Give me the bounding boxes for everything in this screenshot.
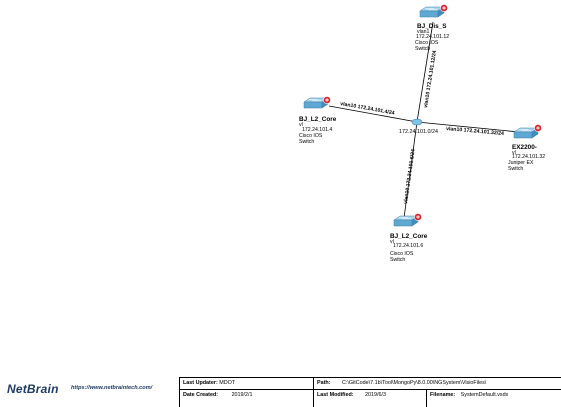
device-ip: 172.24.101.32 — [512, 154, 545, 160]
link-bottom-label: vlan10 172.24.101.6/24 — [403, 149, 417, 205]
device-type: Cisco IOS — [390, 251, 414, 257]
device-type: Juniper EX — [508, 160, 534, 166]
filename-label: Filename: — [430, 392, 456, 398]
device-bj-dis-s[interactable]: BJ_Dis_S vlan1 172.24.101.12 Cisco IOS S… — [415, 3, 449, 52]
network-diagram: vlan10 172.24.101.12/24 vlan10 172.24.10… — [299, 3, 545, 263]
alert-icon — [322, 95, 332, 105]
device-name: BJ_L2_Core — [390, 233, 428, 240]
filename-field: Filename: SystemDefault.vsdx — [430, 392, 508, 398]
footer-divider — [313, 377, 314, 407]
device-type-2: Switch — [299, 139, 314, 145]
device-interface: vlan1 — [417, 29, 430, 35]
alert-icon — [439, 3, 449, 13]
link-bottom-line[interactable] — [403, 121, 418, 219]
company-url[interactable]: https://www.netbraintech.com/ — [71, 385, 153, 391]
last-modified-field: Last Modified: 2019/6/3 — [317, 392, 386, 398]
path-field: Path: C:\GitCode\7.1b\Tool\MongoPy\8.0.0… — [317, 380, 486, 386]
device-type-2: Switch — [508, 166, 523, 172]
alert-icon — [533, 123, 543, 133]
device-ip: 172.24.101.12 — [416, 34, 449, 40]
date-created-field: Date Created: 2019/2/1 — [183, 392, 253, 398]
link-left-line[interactable] — [328, 105, 418, 123]
device-type-2: Switch — [415, 46, 430, 52]
last-updater-label: Last Updater: — [183, 380, 218, 386]
footer-divider — [179, 377, 180, 407]
netbrain-logo: NetBrain — [7, 382, 59, 396]
device-bj-l2-core-bottom[interactable]: BJ_L2_Core vl 172.24.101.6 Cisco IOS Swi… — [390, 212, 428, 263]
filename-value: SystemDefault.vsdx — [460, 392, 509, 398]
device-name: BJ_Dis_S — [417, 23, 447, 30]
hub-icon[interactable] — [411, 118, 423, 126]
device-bj-l2-core-left[interactable]: BJ_L2_Core vl 172.24.101.4 Cisco IOS Swi… — [299, 95, 337, 145]
device-type: Cisco IOS — [415, 40, 439, 46]
device-type: Cisco IOS — [299, 133, 323, 139]
device-ex2200[interactable]: EX2200- vl 172.24.101.32 Juniper EX Swit… — [508, 123, 545, 172]
last-modified-value: 2019/6/3 — [365, 392, 387, 398]
device-ip: 172.24.101.4 — [302, 127, 332, 133]
date-created-label: Date Created: — [183, 392, 219, 398]
device-name: BJ_L2_Core — [299, 116, 337, 123]
title-block: NetBrain https://www.netbraintech.com/ L… — [0, 376, 561, 407]
link-left-label: vlan10 172.24.101.4/24 — [340, 101, 395, 116]
device-ip: 172.24.101.6 — [393, 243, 423, 249]
last-modified-label: Last Modified: — [317, 392, 354, 398]
device-type-2: Switch — [390, 257, 405, 263]
device-name: EX2200- — [512, 144, 537, 151]
link-right-label: vlan10 172.24.101.32/24 — [446, 126, 504, 137]
path-value: C:\GitCode\7.1b\Tool\MongoPy\8.0.00\NGSy… — [341, 380, 487, 386]
hub-label: 172.24.101.0/24 — [399, 129, 438, 135]
date-created-value: 2019/2/1 — [231, 392, 253, 398]
link-right-line[interactable] — [416, 121, 520, 133]
footer-rule — [179, 377, 561, 378]
footer-rule — [179, 389, 561, 390]
link-top-line[interactable] — [416, 21, 434, 123]
path-label: Path: — [317, 380, 331, 386]
last-updater-value: MDOT — [219, 380, 236, 386]
last-updater-field: Last Updater: MDOT — [183, 380, 235, 386]
device-interface: vl — [390, 239, 394, 245]
alert-icon — [413, 212, 423, 222]
subnet-hub[interactable]: 172.24.101.0/24 — [399, 118, 438, 135]
device-interface: vl — [512, 150, 516, 156]
device-interface: vl — [299, 122, 303, 128]
link-top-label: vlan10 172.24.101.12/24 — [423, 50, 438, 108]
footer-divider — [426, 389, 427, 407]
